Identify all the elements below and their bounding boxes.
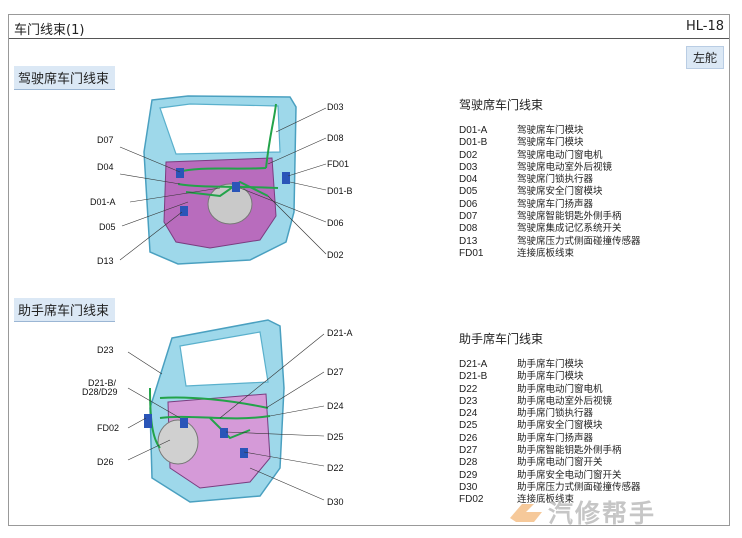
driver-legend-title: 驾驶席车门线束 xyxy=(459,98,544,112)
label-d06: D06 xyxy=(327,218,344,228)
driver-section-title: 驾驶席车门线束 xyxy=(14,66,116,90)
lhd-badge: 左舵 xyxy=(686,46,725,69)
label-d30: D30 xyxy=(327,497,344,507)
passenger-door-diagram xyxy=(127,319,325,503)
label-d13: D13 xyxy=(97,256,114,266)
passenger-legend-title: 助手席车门线束 xyxy=(459,332,544,346)
page-code: HL-18 xyxy=(685,19,724,34)
passenger-section-title: 助手席车门线束 xyxy=(14,298,116,322)
header-divider xyxy=(9,38,729,39)
watermark-text: 汽修帮手 xyxy=(548,499,657,528)
label-d25: D25 xyxy=(327,432,344,442)
logo-icon xyxy=(510,504,542,522)
label-d27: D27 xyxy=(327,367,344,377)
page-title: 车门线束(1) xyxy=(14,23,85,38)
label-d22: D22 xyxy=(327,463,344,473)
label-d26: D26 xyxy=(97,457,114,467)
label-d28-d29: D28/D29 xyxy=(82,387,118,397)
label-d21b: D21-B/ xyxy=(88,378,117,388)
label-d01a: D01-A xyxy=(90,197,116,207)
watermark: 汽修帮手 xyxy=(508,494,656,530)
label-d05: D05 xyxy=(99,222,116,232)
label-d08: D08 xyxy=(327,133,344,143)
label-d02: D02 xyxy=(327,250,344,260)
label-d23: D23 xyxy=(97,345,114,355)
label-d21a: D21-A xyxy=(327,328,353,338)
label-d01b: D01-B xyxy=(327,186,353,196)
label-fd02: FD02 xyxy=(97,423,120,433)
label-fd01: FD01 xyxy=(327,159,350,169)
label-d04: D04 xyxy=(97,162,114,172)
label-d03: D03 xyxy=(327,102,344,112)
page-frame xyxy=(8,14,730,526)
driver-door-diagram xyxy=(119,95,327,265)
label-d24: D24 xyxy=(327,401,344,411)
label-d07: D07 xyxy=(97,135,114,145)
